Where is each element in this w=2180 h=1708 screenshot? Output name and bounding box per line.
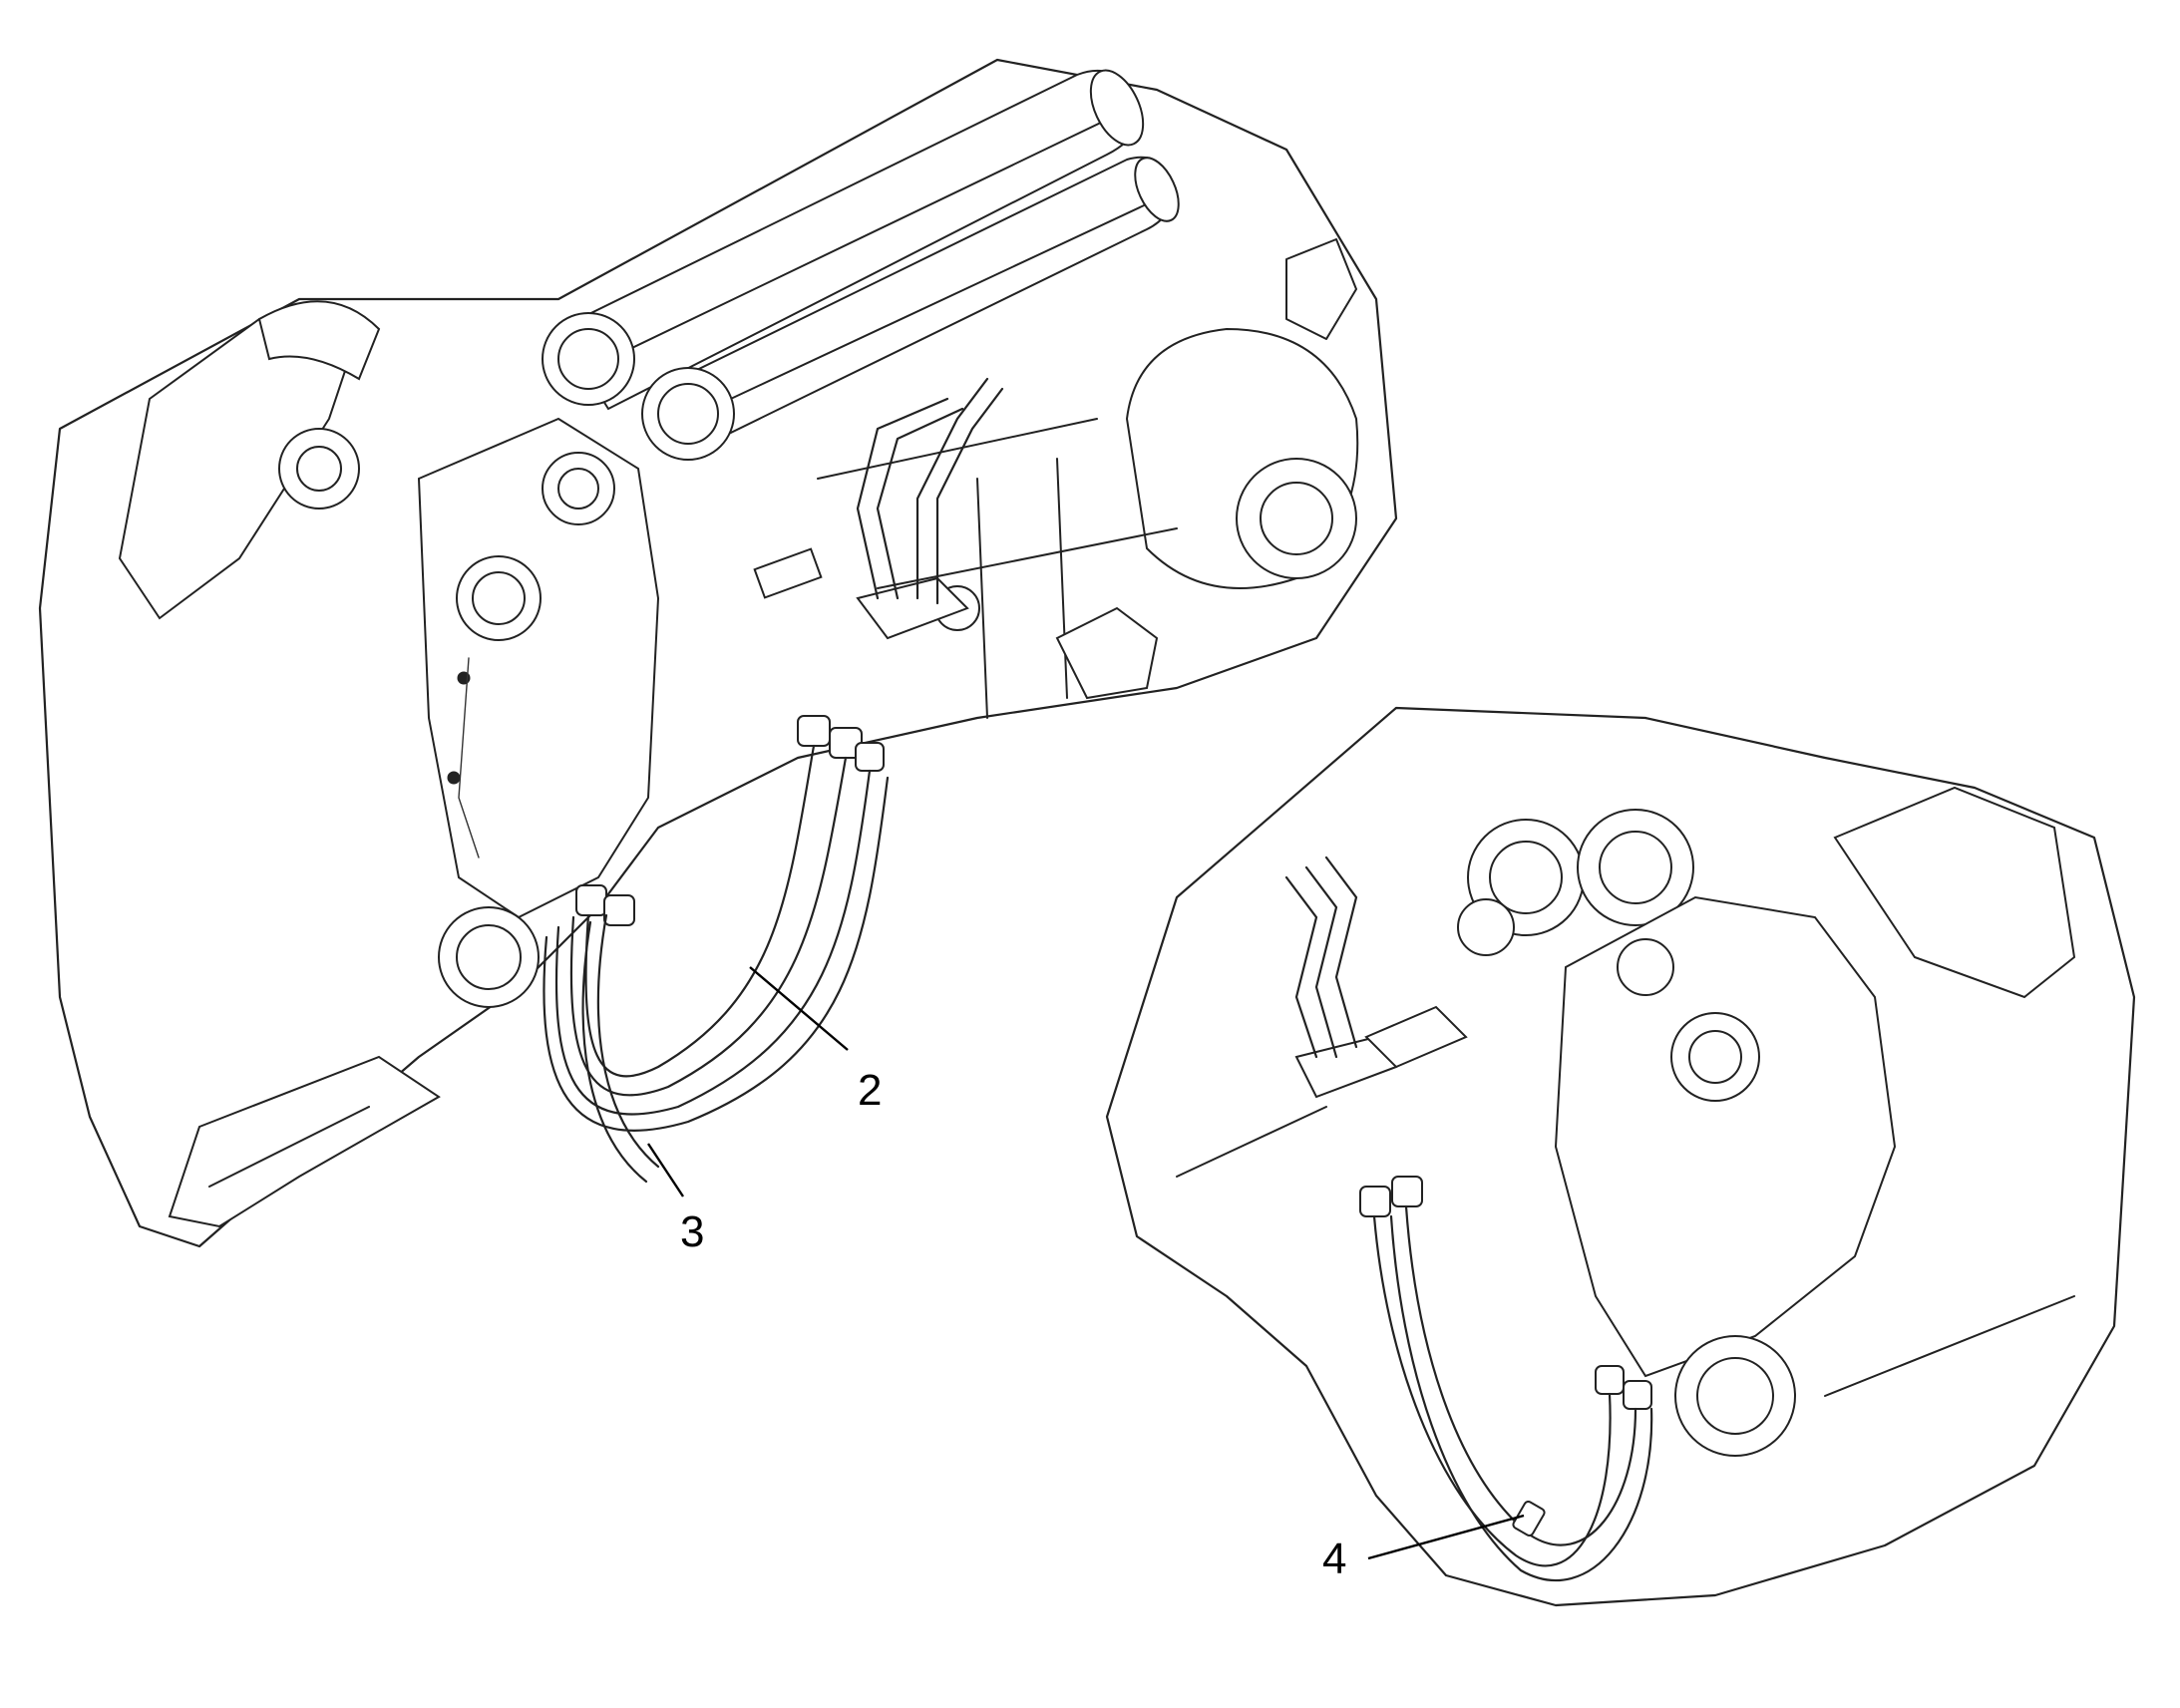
leader-line-3 (646, 1143, 685, 1197)
callout-number-4: 4 (1322, 1535, 1346, 1583)
hose-bundle-3 (581, 913, 660, 1184)
detail-boss-center (1670, 1012, 1760, 1102)
detail-bracket (1364, 1005, 1468, 1069)
detail-boss-lower (1674, 1335, 1796, 1457)
frame-number-emblem (1285, 238, 1357, 340)
leader-line-4 (1367, 1514, 1525, 1560)
boom-body-outline (38, 58, 1398, 1248)
detail-side-plate (1554, 895, 1897, 1378)
rigid-tube-a (856, 397, 949, 600)
leader-line-2 (749, 966, 849, 1051)
detail-view (1105, 706, 2136, 1607)
hose-manifold-block (856, 576, 969, 640)
hose-coupling-upper-c (855, 742, 885, 772)
side-plate-boss-upper (542, 452, 615, 525)
rigid-tube-b (915, 377, 989, 600)
hose-clamp-4 (1512, 1500, 1546, 1537)
detail-boss-upper (1617, 938, 1674, 996)
side-plate (417, 417, 660, 919)
side-plate-boss-lower (438, 906, 540, 1008)
detail-bearing-ring-b (1577, 809, 1694, 926)
boom-clevis (168, 1055, 441, 1228)
hose-coupling-lower-b (603, 894, 635, 926)
callout-number-2: 2 (858, 1066, 882, 1115)
hose-coupling-upper-a (797, 715, 831, 747)
cylinder-pivot-ring (542, 312, 635, 406)
main-view (38, 58, 1398, 1248)
swing-mount-hub (1236, 458, 1357, 579)
side-plate-boss-center (456, 555, 542, 641)
mounting-bracket (1055, 606, 1159, 700)
arm-pin-cap (257, 300, 381, 381)
hose-bundle-2 (543, 744, 890, 1132)
callout-number-3: 3 (680, 1207, 704, 1256)
detail-right-arm (1833, 786, 2076, 999)
cylinder-end-cap (1089, 69, 1145, 147)
hose-coupling-lower-a (575, 884, 607, 916)
